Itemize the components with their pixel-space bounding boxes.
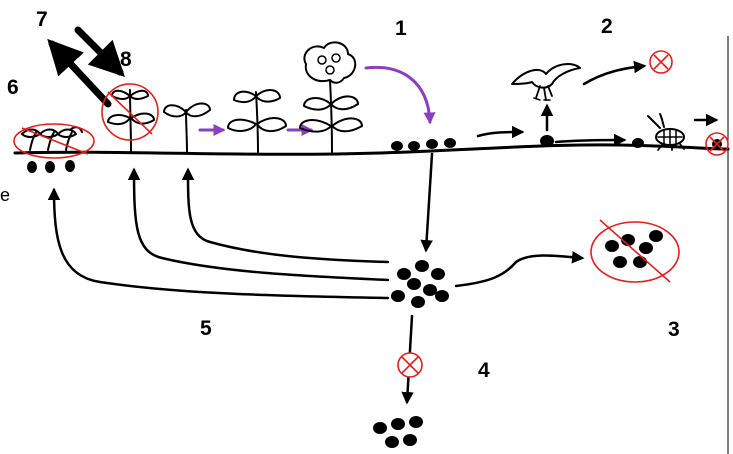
step-label-5: 5 bbox=[200, 317, 212, 340]
arrow-germination-to-seedling bbox=[181, 167, 390, 264]
seed-icon bbox=[540, 135, 554, 147]
crossed-circle-icon bbox=[705, 132, 729, 156]
step-label-7: 7 bbox=[36, 8, 48, 31]
decayed-seeds-group bbox=[590, 219, 680, 283]
seed-icon bbox=[639, 242, 653, 254]
arrow-bird-to-loss bbox=[582, 60, 647, 86]
bird-icon bbox=[511, 63, 581, 101]
seed-icon bbox=[621, 234, 635, 246]
seed-icon bbox=[391, 141, 403, 151]
seed-icon bbox=[426, 139, 438, 149]
failed-seedlings-group bbox=[13, 123, 95, 173]
step-label-6: 6 bbox=[7, 76, 19, 99]
seed-icon bbox=[605, 240, 619, 252]
step-label-8: 8 bbox=[120, 48, 132, 71]
beetle-icon bbox=[647, 113, 685, 151]
seed-icon bbox=[408, 141, 420, 151]
edge-fragment-text: e bbox=[0, 185, 10, 205]
crossed-circle-icon bbox=[590, 219, 680, 283]
arrow-7-outward bbox=[47, 38, 112, 108]
seed-icon bbox=[613, 256, 627, 268]
seed-icon bbox=[444, 138, 456, 148]
seed-icon bbox=[403, 434, 417, 446]
arrow-germination-to-failed-group bbox=[47, 187, 390, 300]
seed-icon bbox=[397, 268, 411, 280]
seed-icon bbox=[411, 296, 425, 308]
seed-cluster-ground bbox=[391, 138, 456, 151]
seed-icon bbox=[435, 290, 449, 302]
seed-icon bbox=[27, 161, 37, 173]
seed-icon bbox=[632, 138, 644, 148]
seed-icon bbox=[409, 416, 423, 428]
seed-icon bbox=[65, 160, 75, 172]
crossed-circle-icon bbox=[13, 123, 95, 159]
arrow-germination-to-failed-seedling bbox=[127, 167, 390, 282]
step-label-3: 3 bbox=[668, 318, 680, 341]
arrow-to-decay bbox=[454, 251, 585, 288]
seed-icon bbox=[407, 278, 421, 290]
step-label-4: 4 bbox=[478, 359, 490, 382]
seed-icon bbox=[385, 436, 399, 448]
flowering-plant-icon bbox=[299, 41, 363, 153]
seed-icon bbox=[391, 418, 405, 430]
seed-icon bbox=[45, 161, 55, 173]
arrow-to-predation bbox=[476, 125, 525, 139]
arrow-8-inward bbox=[74, 26, 125, 77]
seed-icon bbox=[423, 284, 437, 296]
crossed-circle-icon bbox=[649, 50, 673, 74]
buried-seeds-group bbox=[373, 416, 423, 448]
seed-icon bbox=[391, 290, 405, 302]
ground-line bbox=[13, 143, 730, 156]
seed-icon bbox=[415, 260, 429, 272]
arrow-to-beetle bbox=[554, 133, 627, 147]
seed-icon bbox=[649, 230, 663, 242]
seed-icon bbox=[431, 268, 445, 280]
crossed-circle-icon bbox=[397, 352, 423, 378]
seed-icon bbox=[633, 256, 647, 268]
seed-bank-cluster bbox=[391, 260, 449, 308]
seedling-icon bbox=[163, 102, 211, 153]
arrow-into-soil bbox=[420, 152, 434, 253]
crossed-circle-icon bbox=[101, 83, 159, 141]
step-label-1: 1 bbox=[395, 17, 407, 40]
step-label-2: 2 bbox=[601, 15, 613, 38]
seedling-icon bbox=[227, 89, 287, 153]
seed-drop-arrow bbox=[364, 65, 436, 125]
seed-icon bbox=[373, 422, 387, 434]
failed-seedling bbox=[101, 83, 159, 153]
